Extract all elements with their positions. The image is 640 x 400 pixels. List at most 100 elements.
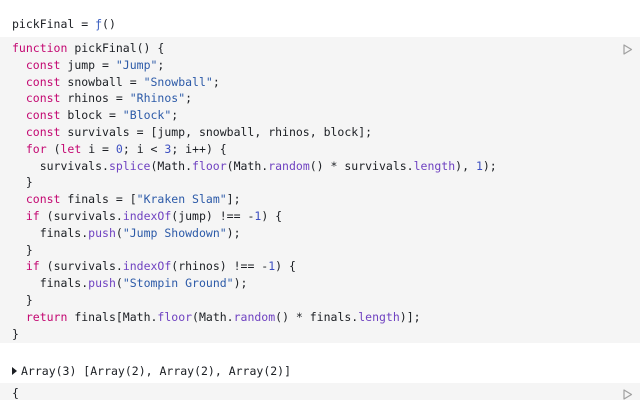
- code-token-prop: push: [88, 276, 116, 291]
- code-line: return finals[Math.floor(Math.random() *…: [12, 309, 640, 326]
- code-token-def: finals.: [12, 276, 89, 291]
- code-token-def: [12, 58, 26, 72]
- code-token-def: finals = [: [60, 192, 137, 207]
- code-token-prop: length: [358, 309, 400, 324]
- code-line: const snowball = "Snowball";: [12, 74, 640, 91]
- code-token-kw: return: [25, 309, 68, 324]
- array-output-row[interactable]: Array(3) [Array(2), Array(2), Array(2)]: [0, 361, 640, 381]
- code-cell-editor[interactable]: function pickFinal() { const jump = "Jum…: [0, 37, 640, 343]
- code-token-def: }: [12, 292, 33, 307]
- code-line: }: [12, 326, 640, 343]
- code-token-def: );: [226, 225, 241, 240]
- array-output-summary: Array(3) [Array(2), Array(2), Array(2)]: [21, 364, 292, 378]
- code-token-def: ;: [185, 91, 193, 106]
- run-cell-button-2[interactable]: [620, 387, 634, 400]
- code-token-def: [12, 310, 26, 324]
- code-cell-editor-2[interactable]: {: [0, 383, 640, 400]
- code-line: const block = "Block";: [12, 107, 640, 124]
- code-token-def: ;: [171, 108, 179, 123]
- output-equals: =: [74, 17, 96, 31]
- code-line: finals.push("Jump Showdown");: [12, 225, 640, 242]
- code-token-def: }: [12, 326, 19, 341]
- code-token-def: [12, 75, 26, 89]
- code-line: if (survivals.indexOf(jump) !== -1) {: [12, 208, 640, 225]
- code-token-num: 3: [164, 141, 172, 156]
- code-token-prop: push: [88, 225, 116, 240]
- code-token-def: ; i <: [122, 141, 165, 156]
- code-token-kw: const: [25, 192, 61, 207]
- code-line: survivals.splice(Math.floor(Math.random(…: [12, 158, 640, 175]
- code-token-def: snowball =: [60, 74, 144, 89]
- function-glyph: ƒ: [95, 17, 103, 31]
- code-token-def: rhinos =: [60, 91, 130, 106]
- code-line: const survivals = [jump, snowball, rhino…: [12, 124, 640, 141]
- code-token-prop: splice: [108, 158, 151, 173]
- code-token-def: );: [233, 276, 248, 291]
- code-token-prop: random: [268, 158, 310, 173]
- code-line: for (let i = 0; i < 3; i++) {: [12, 141, 640, 158]
- function-suffix: (): [102, 17, 116, 31]
- code-token-prop: indexOf: [122, 259, 172, 274]
- code-token-prop: indexOf: [122, 208, 172, 223]
- code-line: const jump = "Jump";: [12, 57, 640, 74]
- code-token-kw: const: [25, 57, 61, 72]
- play-icon: [622, 388, 632, 400]
- code-token-kw: const: [25, 124, 61, 139]
- code-token-def: finals.: [12, 225, 89, 240]
- code-token-def: ) {: [275, 259, 296, 274]
- code-token-def: [12, 142, 26, 156]
- code-token-kw: const: [25, 91, 61, 106]
- code-token-def: (survivals.: [39, 259, 123, 274]
- output-variable-name: pickFinal: [12, 17, 75, 31]
- code-token-def: i =: [81, 141, 116, 156]
- code-token-def: }: [12, 242, 33, 257]
- code-token-def: finals[Math.: [67, 309, 158, 324]
- code-token-def: [12, 192, 26, 206]
- code-token-def: (Math.: [192, 309, 234, 324]
- code-line: finals.push("Stompin Ground");: [12, 275, 640, 292]
- code-token-def: [12, 209, 26, 223]
- code-token-prop: floor: [192, 158, 227, 173]
- code-token-str: "Jump Showdown": [122, 225, 227, 240]
- code-token-def: (: [115, 225, 123, 240]
- code-token-def: ) {: [261, 208, 283, 223]
- code-token-def: (survivals.: [39, 208, 123, 223]
- code-token-def: (: [46, 141, 61, 156]
- code-token-kw: for: [25, 141, 47, 156]
- code-token-kw: if: [25, 259, 40, 274]
- code-token-def: (Math.: [150, 158, 193, 173]
- code-token-def: survivals = [jump, snowball, rhinos, blo…: [60, 124, 373, 139]
- output-cell-pickfinal: pickFinal = ƒ(): [0, 14, 640, 34]
- code-lines: function pickFinal() { const jump = "Jum…: [12, 40, 640, 342]
- code-token-num: 1: [268, 259, 276, 274]
- code-token-str: "Snowball": [143, 74, 213, 89]
- code-token-str: "Kraken Slam": [136, 192, 227, 207]
- code-token-def: (rhinos) !== -: [171, 259, 269, 274]
- code-token-def: block =: [60, 108, 123, 123]
- code-token-num: 1: [254, 208, 262, 223]
- code-line: {: [12, 386, 19, 400]
- code-token-def: (jump) !== -: [171, 208, 255, 223]
- code-line: if (survivals.indexOf(rhinos) !== -1) {: [12, 258, 640, 275]
- code-token-str: "Jump": [115, 57, 158, 72]
- code-token-kw: const: [25, 74, 61, 89]
- code-token-prop: length: [413, 158, 456, 173]
- code-line: const rhinos = "Rhinos";: [12, 90, 640, 107]
- code-token-def: [12, 259, 26, 273]
- code-token-def: pickFinal() {: [67, 41, 165, 55]
- code-token-def: ; i++) {: [171, 141, 227, 156]
- code-token-kw: let: [60, 141, 82, 156]
- code-token-def: }: [12, 175, 33, 190]
- code-token-kw: function: [12, 41, 68, 55]
- run-cell-button[interactable]: [620, 42, 634, 56]
- code-token-def: )];: [399, 309, 421, 324]
- play-icon: [622, 43, 632, 55]
- code-token-def: ];: [226, 192, 241, 207]
- code-line: const finals = ["Kraken Slam"];: [12, 191, 640, 208]
- code-token-str: "Block": [122, 108, 172, 123]
- expand-caret-icon[interactable]: [12, 366, 17, 375]
- code-token-str: "Stompin Ground": [122, 276, 234, 291]
- code-line: }: [12, 242, 640, 259]
- code-token-def: survivals.: [12, 158, 109, 173]
- code-token-def: ),: [455, 158, 476, 173]
